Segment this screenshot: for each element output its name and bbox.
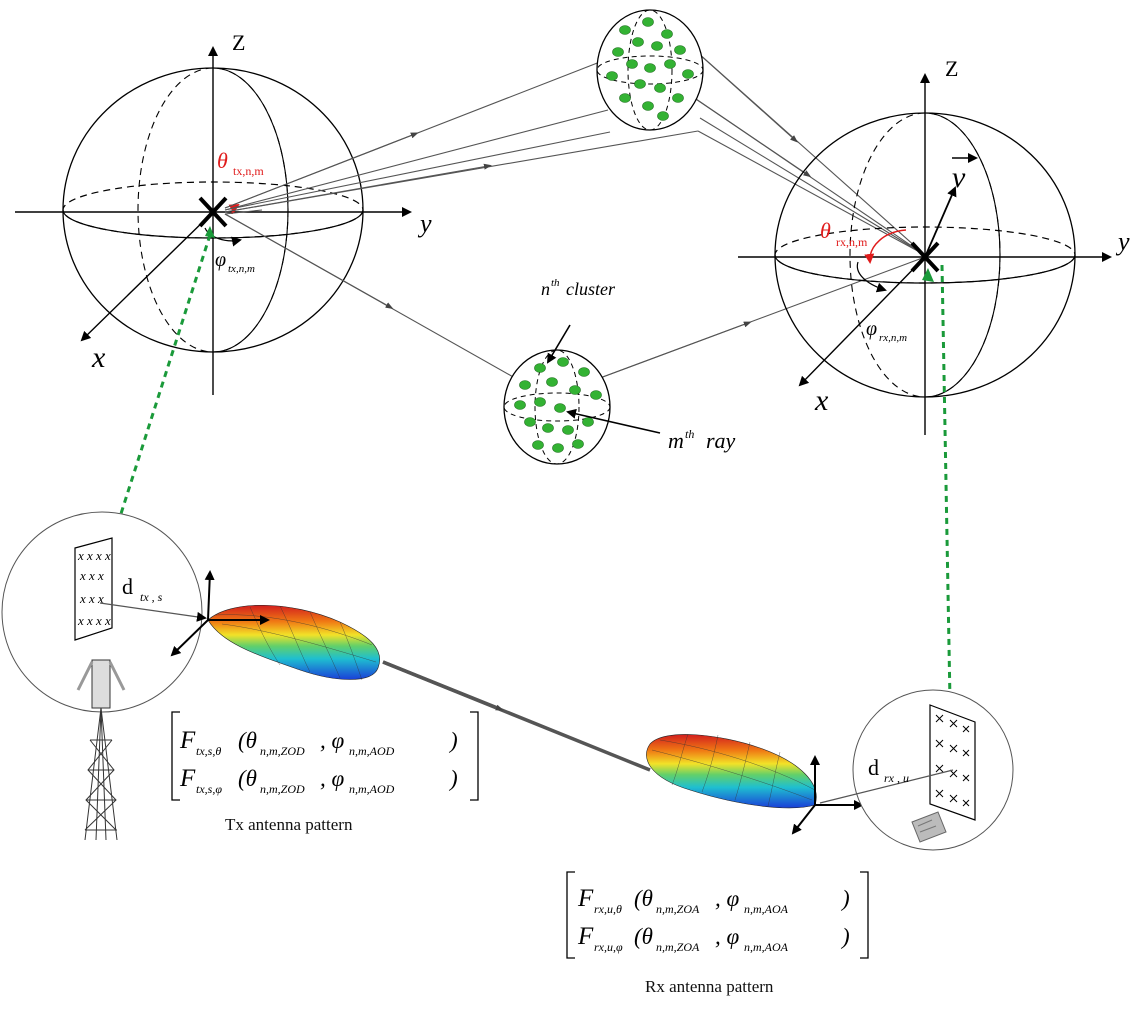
nth-cluster-text: cluster <box>566 279 616 299</box>
rx-row2-sub: rx,u,φ <box>594 940 623 954</box>
tx-row1-F: F <box>179 727 196 754</box>
rx-sphere: Z y x v θ rx,n,m φ rx,n,m <box>738 56 1130 435</box>
rx-pattern-row-theta: F rx,u,θ (θ n,m,ZOA , φ n,m,AOA ) <box>577 885 850 916</box>
rx-row1-args: (θ <box>634 886 653 911</box>
tx-x-axis <box>80 211 214 342</box>
propagation-rays <box>224 27 926 379</box>
tx-row2-args: (θ <box>238 766 257 791</box>
rx-row1-a1: n,m,ZOA <box>656 902 700 916</box>
tx-theta-subscript: tx,n,m <box>233 164 264 178</box>
tx-phi-symbol: φ <box>215 249 226 271</box>
tx-d-label: d <box>122 574 133 599</box>
rx-row2-a1: n,m,ZOA <box>656 940 700 954</box>
mth-ray-text: ray <box>706 428 736 453</box>
tx-phi-subscript: tx,n,m <box>228 263 255 275</box>
rx-z-label: Z <box>945 56 958 81</box>
tx-antenna-array: x x x x x x x x x x x x x x <box>74 537 113 641</box>
tx-row2-mid: , φ <box>320 766 345 791</box>
tx-row1-a2: n,m,AOD <box>349 744 395 758</box>
rx-row1-sub: rx,u,θ <box>594 902 622 916</box>
tx-array-row3: x x x <box>79 591 104 606</box>
rx-theta-symbol: θ <box>820 218 831 243</box>
tx-array-row2: x x x <box>79 568 104 583</box>
rx-velocity-label: v <box>952 161 966 194</box>
tx-z-label: Z <box>232 30 245 55</box>
rx-row2-end: ) <box>840 924 850 949</box>
rx-d-subscript: rx , u <box>884 771 909 785</box>
tx-row2-a1: n,m,ZOD <box>260 782 305 796</box>
rx-row1-end: ) <box>840 886 850 911</box>
rx-y-label: y <box>1115 227 1130 256</box>
rx-row2-a2: n,m,AOA <box>744 940 789 954</box>
rx-row2-args: (θ <box>634 924 653 949</box>
rx-row1-mid: , φ <box>715 886 740 911</box>
rx-antenna-array <box>929 704 976 821</box>
rx-x-axis <box>798 256 926 387</box>
rx-ue-circle: d rx , u <box>819 689 1014 851</box>
mth-ray-m: m <box>668 428 684 453</box>
rx-link-dashed <box>940 264 958 759</box>
nth-cluster <box>503 349 611 465</box>
tx-row2-end: ) <box>448 766 458 791</box>
top-cluster <box>596 9 704 131</box>
tx-x-label: x <box>91 341 106 374</box>
rx-row2-F: F <box>577 923 594 950</box>
rx-row1-F: F <box>577 885 594 912</box>
tx-pattern-caption: Tx antenna pattern <box>225 815 353 834</box>
tx-sphere: Z y x θ tx,n,m φ tx,n,m <box>15 30 432 395</box>
tx-array-row1: x x x x <box>77 548 111 563</box>
tx-row1-a1: n,m,ZOD <box>260 744 305 758</box>
tx-y-label: y <box>417 209 432 238</box>
tx-row1-args: (θ <box>238 728 257 753</box>
tx-row1-end: ) <box>448 728 458 753</box>
rx-theta-subscript: rx,n,m <box>836 235 868 249</box>
tower-icon <box>76 659 126 841</box>
rx-d-label: d <box>868 755 879 780</box>
rx-phi-subscript: rx,n,m <box>879 332 907 344</box>
tx-d-subscript: tx , s <box>140 590 163 604</box>
rx-row2-mid: , φ <box>715 924 740 949</box>
rx-pattern-caption: Rx antenna pattern <box>645 977 774 996</box>
tx-row1-mid: , φ <box>320 728 345 753</box>
tx-row1-sub: tx,s,θ <box>196 744 221 758</box>
mth-ray-sup: th <box>685 427 694 441</box>
phone-icon <box>911 811 947 843</box>
rx-radiation-lobe <box>646 733 864 835</box>
tx-row2-sub: tx,s,φ <box>196 782 222 796</box>
tx-station-circle: x x x x x x x x x x x x x x d tx , s <box>1 511 207 841</box>
nth-cluster-n: n <box>541 279 550 299</box>
rx-antenna-pattern: F rx,u,θ (θ n,m,ZOA , φ n,m,AOA ) F rx,u… <box>566 871 869 996</box>
nth-cluster-sup: th <box>551 277 560 289</box>
tx-antenna-pattern: F tx,s,θ (θ n,m,ZOD , φ n,m,AOD ) F tx,s… <box>171 711 479 834</box>
rx-row1-a2: n,m,AOA <box>744 902 789 916</box>
tx-pattern-row-phi: F tx,s,φ (θ n,m,ZOD , φ n,m,AOD ) <box>179 765 458 796</box>
mth-ray-label: m th ray <box>668 427 736 453</box>
tx-theta-symbol: θ <box>217 148 228 173</box>
rx-phi-symbol: φ <box>866 318 877 340</box>
tx-row2-F: F <box>179 765 196 792</box>
tx-radiation-lobe <box>170 570 380 681</box>
tx-row2-a2: n,m,AOD <box>349 782 395 796</box>
rx-velocity-arrow <box>924 186 957 258</box>
tx-array-row4: x x x x <box>77 613 111 628</box>
nth-cluster-label: n th cluster <box>541 277 616 299</box>
tx-pattern-row-theta: F tx,s,θ (θ n,m,ZOD , φ n,m,AOD ) <box>179 727 458 758</box>
rx-x-label: x <box>814 384 829 417</box>
rx-pattern-row-phi: F rx,u,φ (θ n,m,ZOA , φ n,m,AOA ) <box>577 923 850 954</box>
tx-link-dashed <box>91 234 212 599</box>
